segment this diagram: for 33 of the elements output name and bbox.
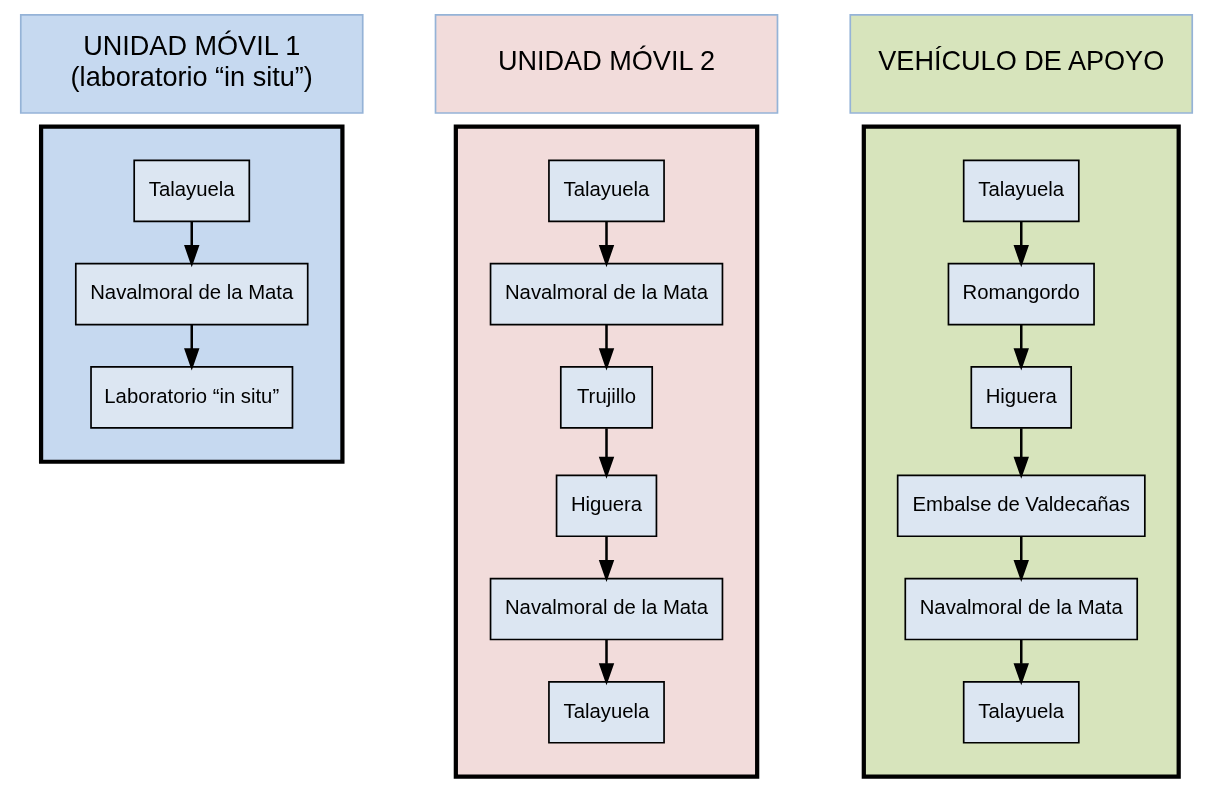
arrow (598, 428, 615, 479)
node-box: Romangordo (947, 262, 1095, 326)
node-box: Laboratorio “in situ” (90, 366, 294, 429)
node-box: Talayuela (548, 680, 665, 744)
node-box: Talayuela (962, 680, 1080, 744)
node-box: Higuera (970, 366, 1073, 429)
node-box: Navalmoral de la Mata (904, 577, 1139, 641)
arrow (1013, 428, 1029, 479)
node-box: UNIDAD MÓVIL 1 (laboratorio “in situ”) (19, 14, 364, 114)
arrow (184, 221, 200, 268)
node-box: Trujillo (559, 366, 654, 429)
arrow (598, 639, 615, 686)
arrow (1013, 639, 1029, 686)
arrow (1013, 221, 1029, 268)
arrow (598, 536, 615, 582)
arrow (184, 324, 200, 371)
node-box: Navalmoral de la Mata (489, 262, 724, 326)
node-box: Talayuela (962, 159, 1080, 223)
node-box: Talayuela (548, 159, 665, 223)
node-box: Embalse de Valdecañas (896, 474, 1146, 538)
cluster (861, 124, 1181, 779)
arrow (598, 324, 615, 371)
node-box: Navalmoral de la Mata (489, 577, 724, 641)
node-box: VEHÍCULO DE APOYO (849, 14, 1194, 114)
cluster (38, 124, 345, 464)
cluster (453, 124, 760, 779)
node-box: Navalmoral de la Mata (74, 262, 309, 326)
arrow (1013, 536, 1029, 582)
arrow (1013, 324, 1029, 371)
arrow (598, 221, 615, 268)
node-box: Higuera (555, 474, 658, 538)
node-box: UNIDAD MÓVIL 2 (434, 14, 779, 114)
node-box: Talayuela (133, 159, 251, 223)
